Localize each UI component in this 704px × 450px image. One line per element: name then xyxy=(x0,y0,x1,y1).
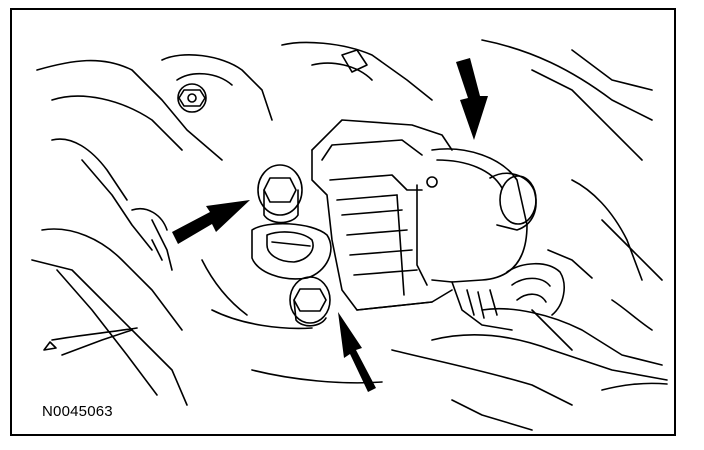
component-housing xyxy=(311,119,453,311)
line-drawing xyxy=(31,39,668,431)
figure-id-label: N0045063 xyxy=(42,403,113,420)
arrow-lower-bolt xyxy=(338,312,376,392)
cable xyxy=(61,219,173,356)
diagram-frame: N0045063 xyxy=(10,8,676,436)
bracket-bolt xyxy=(177,83,207,113)
arrow-electrical-connector xyxy=(456,58,488,140)
lower-bolt xyxy=(289,276,331,327)
hose xyxy=(506,249,593,351)
upper-bolt xyxy=(257,164,303,224)
arrow-upper-bolt xyxy=(172,200,250,244)
actuator-housing xyxy=(426,148,537,331)
mounting-flange xyxy=(251,222,332,280)
